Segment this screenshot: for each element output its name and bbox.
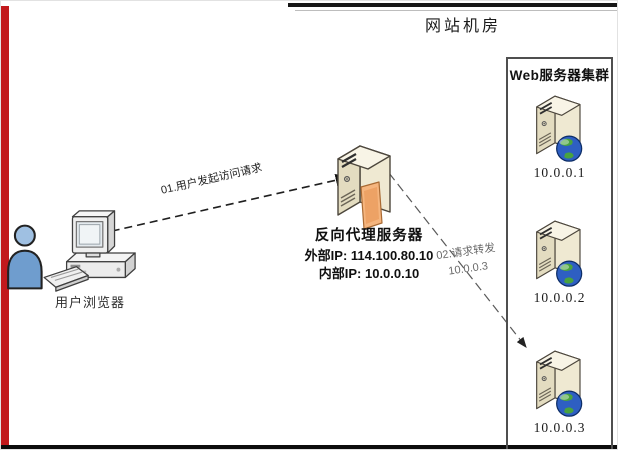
web-server-2: 10.0.0.2 xyxy=(508,212,611,306)
proxy-external-ip: 外部IP: 114.100.80.10 xyxy=(304,248,434,263)
web-server-icon xyxy=(533,87,587,167)
left-red-bar xyxy=(1,6,9,446)
server-ip-label: 10.0.0.2 xyxy=(533,290,586,305)
client-label: 用户浏览器 xyxy=(54,295,125,310)
server-ip-label: 10.0.0.1 xyxy=(533,165,586,180)
web-server-3: 10.0.0.3 xyxy=(508,342,611,436)
proxy-server-icon xyxy=(334,135,398,231)
web-server-1: 10.0.0.1 xyxy=(508,87,611,181)
datacenter-top-line xyxy=(288,3,617,7)
cluster-title: Web服务器集群 xyxy=(509,68,610,83)
server-ip-label: 10.0.0.3 xyxy=(533,420,586,435)
proxy-info: 反向代理服务器 外部IP: 114.100.80.10 内部IP: 10.0.0… xyxy=(289,224,449,283)
datacenter-top-line-thin xyxy=(295,10,617,11)
web-server-icon xyxy=(533,342,587,422)
proxy-name: 反向代理服务器 xyxy=(314,228,424,244)
proxy-internal-ip: 内部IP: 10.0.0.10 xyxy=(318,266,420,282)
client-computer-icon xyxy=(43,207,145,297)
web-cluster-box: Web服务器集群 10.0.0.1 10.0.0.2 xyxy=(506,57,613,449)
web-server-icon xyxy=(533,212,587,292)
datacenter-title: 网站机房 xyxy=(424,18,501,35)
flow-request-label: 01.用户发起访问请求 xyxy=(159,161,264,197)
bottom-black-bar xyxy=(1,445,617,449)
